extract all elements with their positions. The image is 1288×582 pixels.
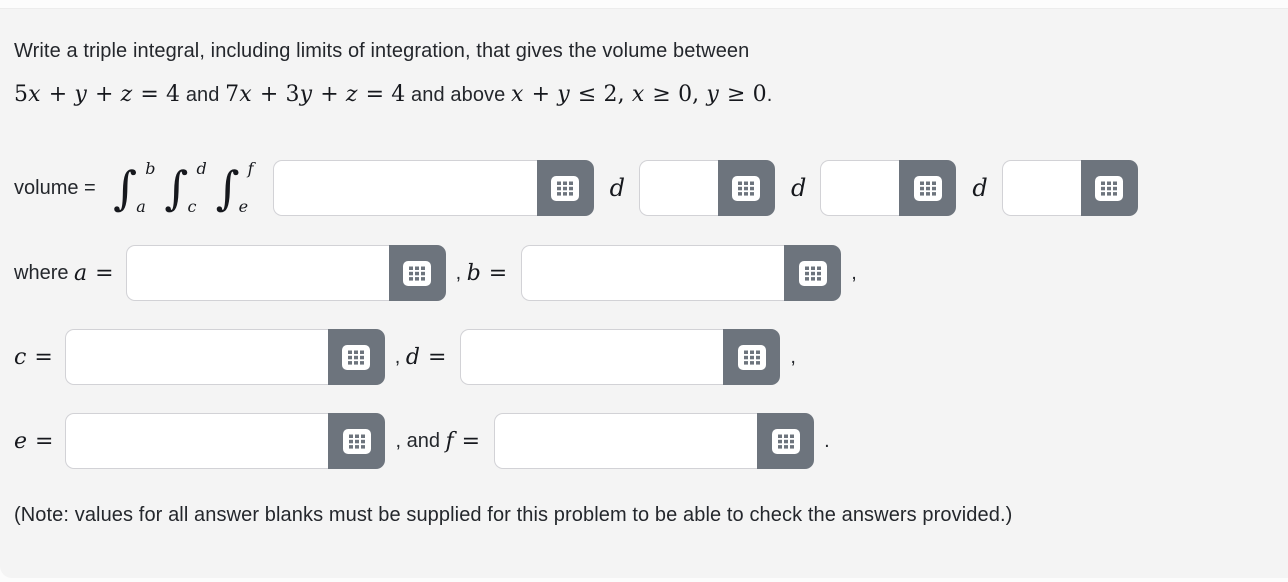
- limit-a-answer-group: [125, 245, 446, 301]
- diff-var-1-input[interactable]: [638, 160, 718, 216]
- volume-label: volume =: [14, 176, 102, 199]
- keypad-icon: [732, 175, 761, 201]
- region-constraints: x + y ≤ 2, x ≥ 0, y ≥ 0: [511, 82, 767, 107]
- separator-and: , and: [395, 429, 446, 452]
- limit-c-input[interactable]: [64, 329, 328, 385]
- var-a-label: a =: [74, 260, 114, 286]
- limit-b-answer-group: [521, 245, 842, 301]
- limit-e-input[interactable]: [65, 413, 329, 469]
- diff-var-2-answer-group: [820, 160, 957, 216]
- var-c-label: c =: [14, 344, 53, 370]
- triple-integral: ∫ b a ∫ d c ∫ f e: [113, 159, 262, 217]
- integral-middle: ∫ d c: [164, 159, 206, 217]
- integral-lower-limit-e: e: [238, 197, 249, 216]
- keypad-icon: [798, 260, 827, 286]
- integral-inner: ∫ f e: [216, 159, 254, 217]
- var-d-label: d =: [405, 344, 447, 370]
- limit-b-input[interactable]: [521, 245, 785, 301]
- integrand-answer-group: [272, 160, 594, 216]
- plane-equation-2: 7x + 3y + z = 4: [225, 82, 406, 107]
- var-f-label: f =: [445, 428, 481, 454]
- diff-var-1-answer-group: [638, 160, 775, 216]
- limits-row-cd: c = , d = ,: [14, 329, 1274, 385]
- note-text: (Note: values for all answer blanks must…: [14, 504, 1013, 526]
- keypad-icon: [403, 260, 432, 286]
- where-label: where: [14, 261, 75, 284]
- limits-row-ef: e = , and f = .: [14, 413, 1274, 469]
- integral-outer: ∫ b a: [113, 159, 155, 217]
- keypad-icon: [1095, 175, 1124, 201]
- keypad-button[interactable]: [328, 413, 386, 469]
- problem-panel: Write a triple integral, including limit…: [0, 8, 1288, 578]
- volume-equation-row: volume = ∫ b a ∫ d c ∫ f e: [14, 159, 1274, 217]
- keypad-icon: [551, 175, 580, 201]
- keypad-icon: [342, 428, 371, 454]
- limits-row-ab: where a = , b = ,: [14, 245, 1274, 301]
- integral-upper-limit-d: d: [196, 159, 207, 178]
- limit-d-answer-group: [460, 329, 781, 385]
- integral-upper-limit-f: f: [247, 159, 254, 178]
- limit-a-input[interactable]: [125, 245, 389, 301]
- keypad-icon: [913, 175, 942, 201]
- keypad-icon: [771, 428, 800, 454]
- differential-d-3: d: [972, 174, 988, 202]
- limit-f-answer-group: [494, 413, 815, 469]
- problem-text-intro: Write a triple integral, including limit…: [14, 40, 750, 62]
- plane-equation-1: 5x + y + z = 4: [14, 82, 181, 107]
- diff-var-3-input[interactable]: [1001, 160, 1081, 216]
- integrand-input[interactable]: [272, 160, 537, 216]
- keypad-button[interactable]: [899, 160, 957, 216]
- problem-statement: Write a triple integral, including limit…: [14, 29, 1274, 117]
- keypad-button[interactable]: [388, 245, 446, 301]
- keypad-button[interactable]: [536, 160, 594, 216]
- keypad-button[interactable]: [757, 413, 815, 469]
- var-e-label: e =: [14, 428, 54, 454]
- limit-c-answer-group: [64, 329, 385, 385]
- keypad-icon: [737, 344, 766, 370]
- keypad-icon: [342, 344, 371, 370]
- integral-sign-icon: ∫: [164, 161, 189, 215]
- differential-d-2: d: [790, 174, 807, 202]
- differential-d-1: d: [609, 174, 625, 202]
- integral-sign-icon: ∫: [215, 161, 240, 215]
- integral-lower-limit-c: c: [187, 197, 197, 216]
- keypad-button[interactable]: [784, 245, 842, 301]
- integral-sign-icon: ∫: [113, 161, 138, 215]
- keypad-button[interactable]: [717, 160, 775, 216]
- diff-var-3-answer-group: [1001, 160, 1138, 216]
- limit-d-input[interactable]: [460, 329, 724, 385]
- limit-f-input[interactable]: [494, 413, 758, 469]
- trailing-comma: ,: [790, 345, 796, 368]
- problem-text-and: and: [180, 84, 226, 106]
- limit-e-answer-group: [65, 413, 386, 469]
- integral-upper-limit-b: b: [145, 159, 156, 178]
- var-b-label: b =: [466, 260, 508, 286]
- keypad-button[interactable]: [327, 329, 385, 385]
- trailing-comma: ,: [851, 261, 857, 284]
- trailing-period: .: [824, 429, 830, 452]
- problem-text-above: and above: [405, 84, 512, 106]
- integral-lower-limit-a: a: [136, 197, 146, 216]
- keypad-button[interactable]: [1080, 160, 1138, 216]
- separator-comma: ,: [455, 261, 467, 284]
- separator-comma: ,: [394, 345, 406, 368]
- diff-var-2-input[interactable]: [820, 160, 900, 216]
- problem-text-period: .: [766, 84, 773, 106]
- keypad-button[interactable]: [723, 329, 781, 385]
